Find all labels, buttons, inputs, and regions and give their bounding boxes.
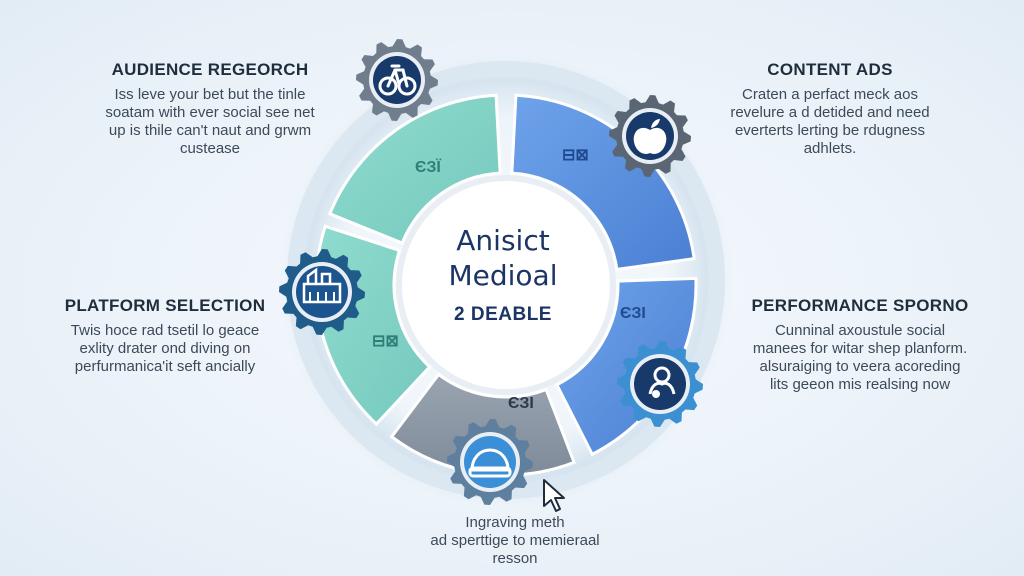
cursor-icon	[543, 479, 565, 512]
content-ads-text: Craten a perfact meck aos revelure a d d…	[730, 86, 930, 157]
audience-research-title: AUDIENCE REGEORCH	[111, 60, 309, 79]
audience-research-text: Iss leve your bet but the tinle soatam w…	[105, 86, 315, 157]
audience-research-block: AUDIENCE REGEORCH Iss leve your bet but …	[60, 60, 360, 158]
segment-label-right: ЄЗI	[620, 305, 646, 322]
performance-title: PERFORMANCE SPORNO	[751, 296, 969, 315]
building-icon	[302, 267, 342, 304]
segment-label-bottom: ЄЗI	[508, 395, 534, 412]
bottom-caption-text: Ingraving meth ad sperttige to memieraal…	[430, 514, 600, 567]
segment-top-right	[510, 93, 696, 272]
segment-top-left	[327, 93, 502, 245]
center-circle	[396, 175, 616, 395]
bottom-caption-block: Ingraving meth ad sperttige to memieraal…	[390, 514, 640, 568]
center-title-line1: Anisict	[456, 224, 549, 257]
content-ads-block: CONTENT ADS Craten a perfact meck aos re…	[680, 60, 980, 158]
platform-selection-block: PLATFORM SELECTION Twis hoce rad tsetil …	[30, 296, 300, 376]
segment-label-top-left: ЄЗЇ	[415, 158, 441, 176]
center-title-line2: Medioal	[448, 259, 557, 292]
bicycle-icon	[378, 64, 417, 96]
car-icon	[468, 448, 512, 478]
performance-block: PERFORMANCE SPORNO Cunninal axoustule so…	[710, 296, 1010, 394]
apple-icon	[633, 119, 667, 154]
platform-selection-title: PLATFORM SELECTION	[64, 296, 266, 315]
person-icon	[648, 366, 676, 398]
performance-text: Cunninal axoustule social manees for wit…	[752, 322, 968, 393]
content-ads-title: CONTENT ADS	[767, 60, 893, 79]
segment-label-top-right: ⊟⊠	[562, 147, 589, 164]
segment-label-left: ⊟⊠	[372, 333, 399, 350]
center-subtitle: 2 DEABLE	[454, 304, 552, 325]
platform-selection-text: Twis hoce rad tsetil lo geace exlity dra…	[70, 322, 260, 375]
